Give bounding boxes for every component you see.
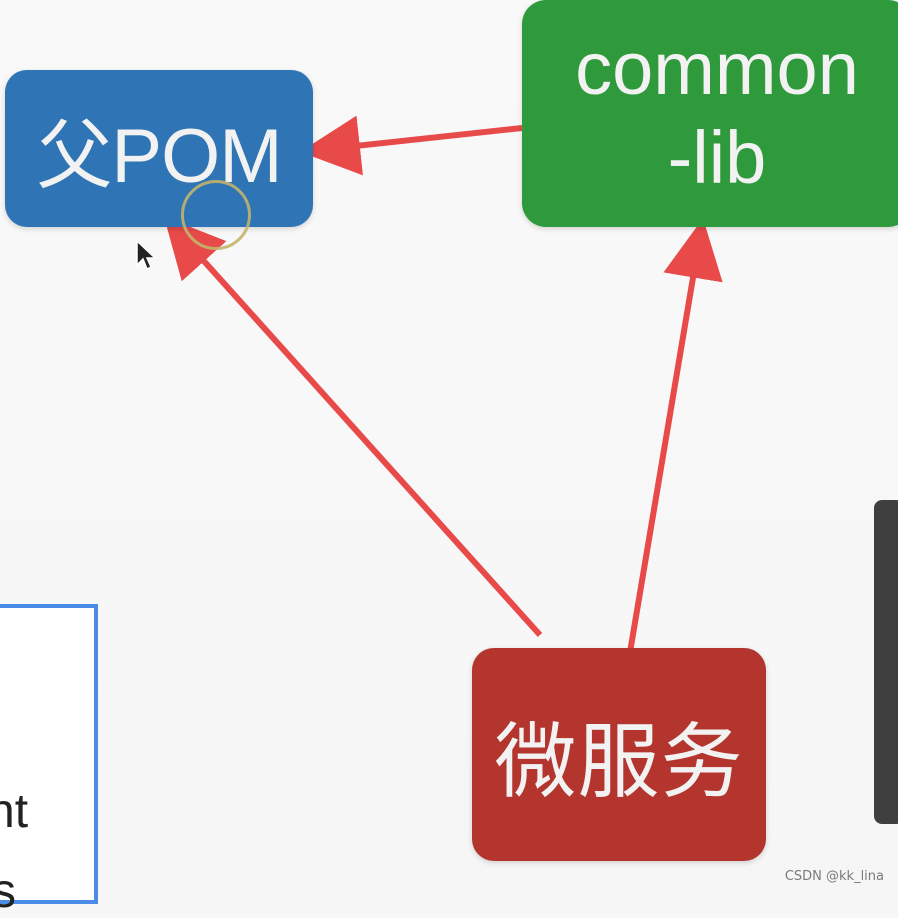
common-lib-label-line2: -lib bbox=[667, 115, 767, 199]
scroll-handle[interactable] bbox=[874, 500, 898, 824]
edge-common-to-father bbox=[300, 115, 523, 176]
watermark: CSDN @kk_lina bbox=[784, 869, 884, 884]
microservice-label: 微服务 bbox=[494, 717, 744, 808]
microservice-node[interactable]: 微服务 bbox=[472, 648, 766, 861]
edge-micro-to-father bbox=[163, 216, 543, 638]
mouse-cursor-icon bbox=[136, 240, 157, 271]
side-panel-text-1: nt bbox=[0, 785, 29, 838]
click-ring-indicator bbox=[181, 180, 251, 250]
common-lib-label-line1: common bbox=[575, 26, 859, 110]
side-panel-text-2: s bbox=[0, 865, 16, 918]
father-pom-node[interactable]: 父POM bbox=[5, 70, 313, 227]
edge-micro-to-common bbox=[623, 218, 723, 677]
partial-side-panel: nt s bbox=[0, 604, 98, 916]
father-pom-label: 父POM bbox=[36, 113, 282, 199]
common-lib-node[interactable]: common -lib bbox=[522, 0, 898, 227]
